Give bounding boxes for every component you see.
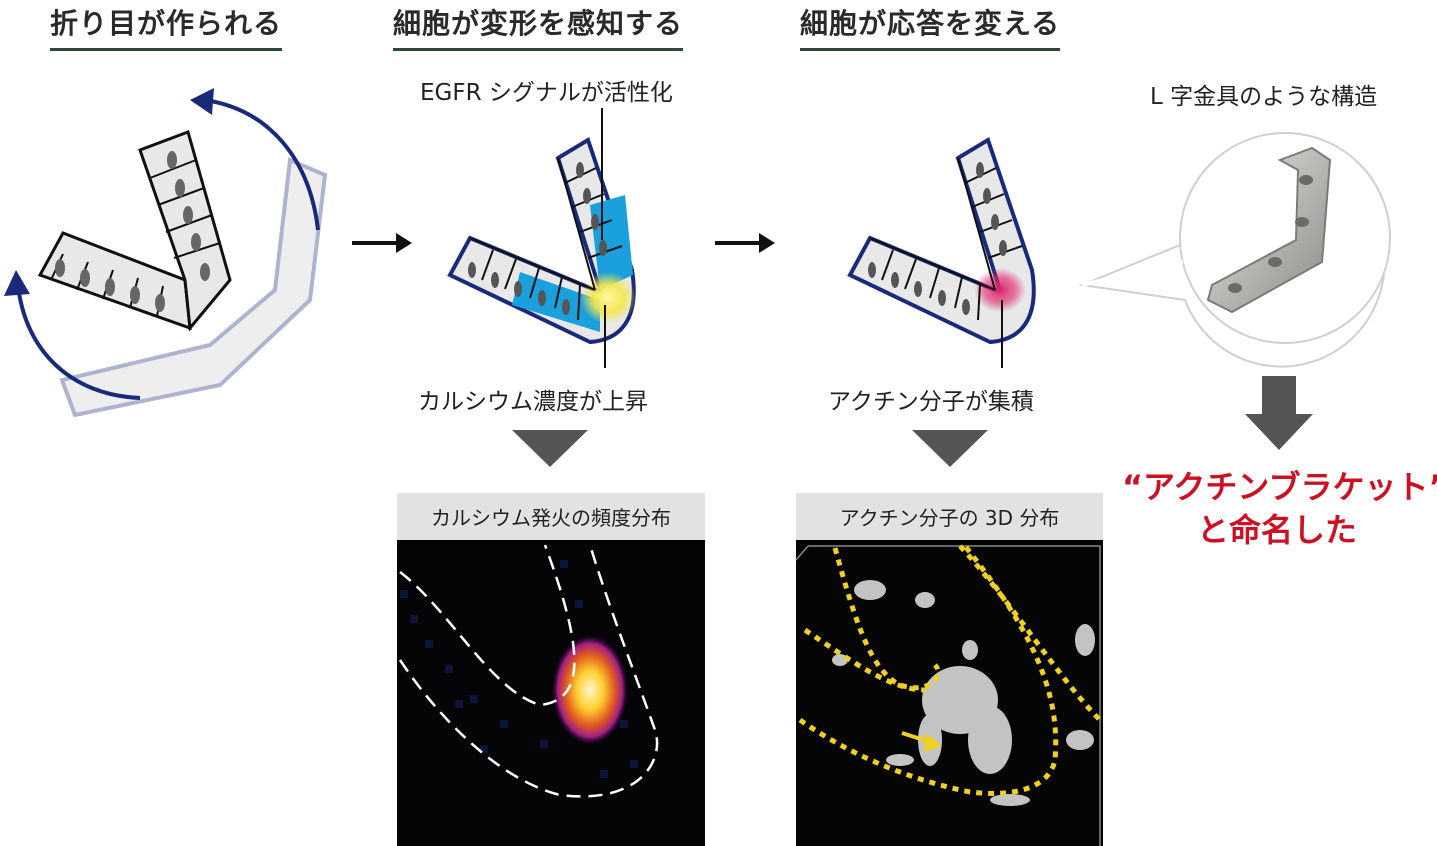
down-arrow-icon: [1245, 376, 1313, 450]
calcium-panel-title: カルシウム発火の頻度分布: [397, 493, 705, 540]
actin-3d-panel: [795, 540, 1103, 846]
right-arrow-icon-1: [352, 233, 412, 253]
heading-cell-senses: 細胞が変形を感知する: [393, 2, 684, 51]
egfr-label: EGFR シグナルが活性化: [420, 80, 673, 106]
tissue-ghost: [59, 157, 328, 418]
l-bracket-icon: [1206, 146, 1332, 314]
actin-cloud: [832, 580, 1095, 806]
down-triangle-icon-1: [512, 430, 588, 467]
heading-fold-formed: 折り目が作られる: [50, 2, 283, 51]
folding-tissue-illustration: [4, 88, 328, 418]
calcium-heatmap-panel: [397, 540, 705, 846]
conclusion-line2: と命名した: [1196, 511, 1357, 549]
actin-panel-title: アクチン分子の 3D 分布: [796, 493, 1103, 540]
heading-cell-responds: 細胞が応答を変える: [800, 2, 1061, 51]
right-arrow-icon-2: [715, 233, 775, 253]
rotate-arrowhead-upper: [190, 88, 214, 115]
calcium-label: カルシウム濃度が上昇: [418, 389, 648, 415]
actin-accumulate-label: アクチン分子が集積: [828, 389, 1034, 415]
yellow-arrow-icon: [924, 733, 942, 752]
actin-spot: [974, 268, 1026, 312]
tissue-left-arm: [37, 231, 192, 331]
rotate-arrow-lower: [16, 284, 141, 400]
rotate-arrowhead-lower: [4, 270, 30, 296]
responding-tissue-illustration: [847, 137, 1036, 368]
calcium-spot: [580, 272, 636, 324]
conclusion-line1: “アクチンブラケット”: [1122, 468, 1437, 506]
sensing-tissue-illustration: [447, 108, 636, 368]
calcium-hotspot: [552, 635, 628, 745]
bracket-caption: L 字金具のような構造: [1150, 84, 1378, 110]
rotate-arrow-upper: [204, 98, 320, 231]
down-triangle-icon-2: [912, 430, 988, 467]
tissue-right-arm: [138, 130, 232, 332]
l-bracket-bubble: [1078, 132, 1391, 368]
